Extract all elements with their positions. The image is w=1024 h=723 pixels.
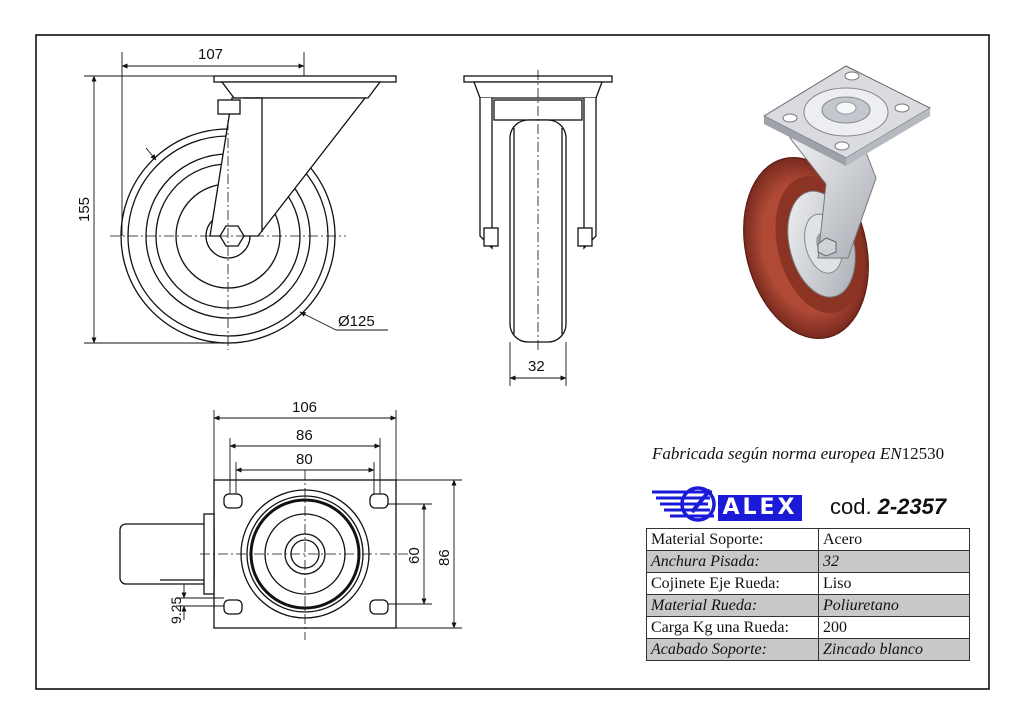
side-dimensions <box>84 52 388 344</box>
spec-row: Material Rueda:Poliuretano <box>646 594 970 617</box>
spec-key: Anchura Pisada: <box>646 550 819 573</box>
dim-offset: 9.25 <box>168 597 184 624</box>
dim-tread-width: 32 <box>528 358 545 375</box>
norm-statement: Fabricada según norma europea EN12530 <box>652 444 944 464</box>
code-value: 2-2357 <box>877 494 947 519</box>
front-view <box>463 70 613 350</box>
spec-row: Cojinete Eje Rueda:Liso <box>646 572 970 595</box>
product-code: cod.2-2357 <box>830 494 946 520</box>
spec-key: Material Rueda: <box>646 594 819 617</box>
dim-plate-depth: 86 <box>436 549 453 566</box>
top-view <box>119 470 410 640</box>
spec-row: Anchura Pisada:32 <box>646 550 970 573</box>
spec-row: Carga Kg una Rueda:200 <box>646 616 970 639</box>
alex-logo-text: ALEX <box>718 495 802 521</box>
spec-row: Material Soporte:Acero <box>646 528 970 551</box>
spec-value: 200 <box>818 616 970 639</box>
dim-hole-outer: 86 <box>296 427 313 444</box>
spec-value: Liso <box>818 572 970 595</box>
side-view <box>110 75 397 350</box>
dim-wheel-diameter: Ø125 <box>338 313 375 330</box>
spec-value: 32 <box>818 550 970 573</box>
spec-key: Cojinete Eje Rueda: <box>646 572 819 595</box>
dim-hole-inner: 80 <box>296 451 313 468</box>
spec-table: Material Soporte:Acero Anchura Pisada:32… <box>646 528 970 661</box>
dim-plate-depth-inner: 60 <box>406 547 423 564</box>
caster-3d-render <box>743 65 932 340</box>
top-dimensions <box>176 410 462 629</box>
alex-logo-mark <box>652 486 716 522</box>
spec-value: Poliuretano <box>818 594 970 617</box>
front-dimensions <box>509 342 567 386</box>
spec-key: Acabado Soporte: <box>646 638 819 661</box>
sheet-border <box>35 34 990 690</box>
dim-plate-width: 106 <box>292 399 317 416</box>
code-label: cod. <box>830 494 872 519</box>
spec-key: Carga Kg una Rueda: <box>646 616 819 639</box>
dim-height: 155 <box>76 197 93 222</box>
spec-value: Zincado blanco <box>818 638 970 661</box>
norm-number: 12530 <box>901 444 945 463</box>
spec-value: Acero <box>818 528 970 551</box>
dim-top-width: 107 <box>198 46 223 63</box>
spec-row: Acabado Soporte:Zincado blanco <box>646 638 970 661</box>
norm-prefix: Fabricada según norma europea EN <box>652 444 902 463</box>
spec-key: Material Soporte: <box>646 528 819 551</box>
